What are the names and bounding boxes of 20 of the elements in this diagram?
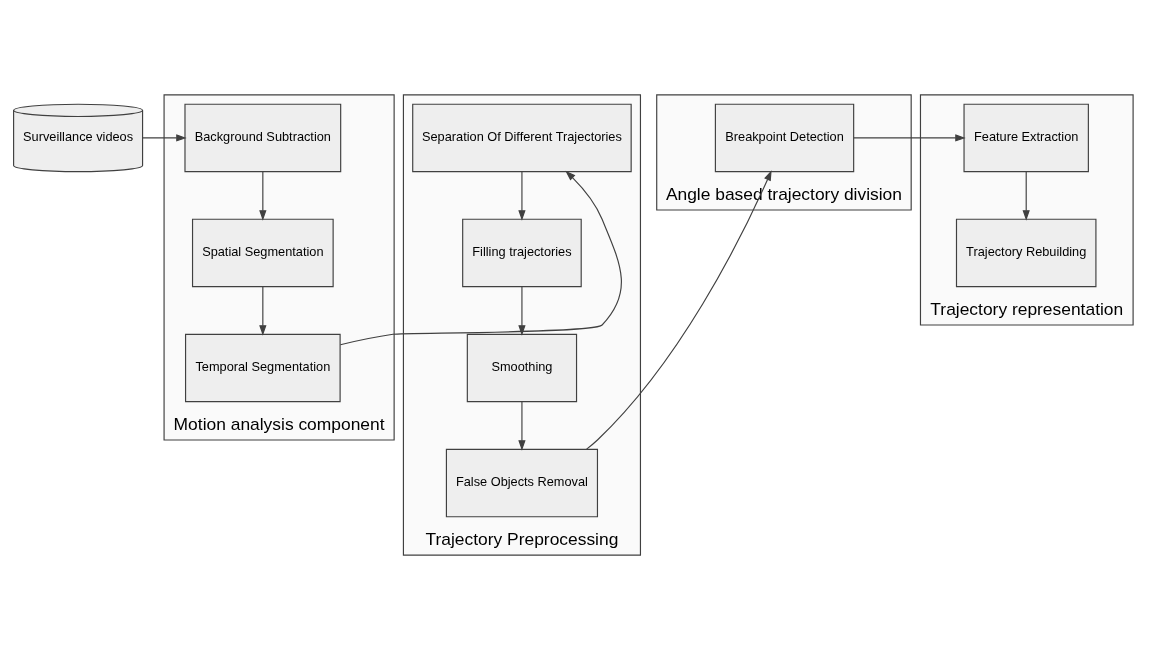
- node-box: Smoothing: [466, 333, 578, 403]
- arrow: [259, 286, 267, 336]
- arrow: [518, 401, 526, 451]
- arrow: [518, 171, 526, 221]
- node-box: Background Subtraction: [184, 103, 342, 173]
- node-box: Temporal Segmentation: [185, 333, 341, 403]
- arrow: [586, 170, 772, 450]
- arrow: [259, 171, 267, 221]
- node-box: Trajectory Rebuilding: [955, 218, 1097, 288]
- arrow: [142, 134, 187, 142]
- node-box: Filling trajectories: [462, 218, 582, 288]
- arrow: [339, 170, 622, 346]
- arrow: [853, 134, 966, 142]
- node-box: Breakpoint Detection: [714, 103, 855, 173]
- arrow: [1022, 171, 1030, 221]
- node-box: Spatial Segmentation: [191, 218, 334, 288]
- node-box: Feature Extraction: [963, 103, 1089, 173]
- node-box: False Objects Removal: [445, 448, 599, 518]
- arrow: [518, 286, 526, 336]
- node-box: Separation Of Different Trajectories: [412, 103, 632, 173]
